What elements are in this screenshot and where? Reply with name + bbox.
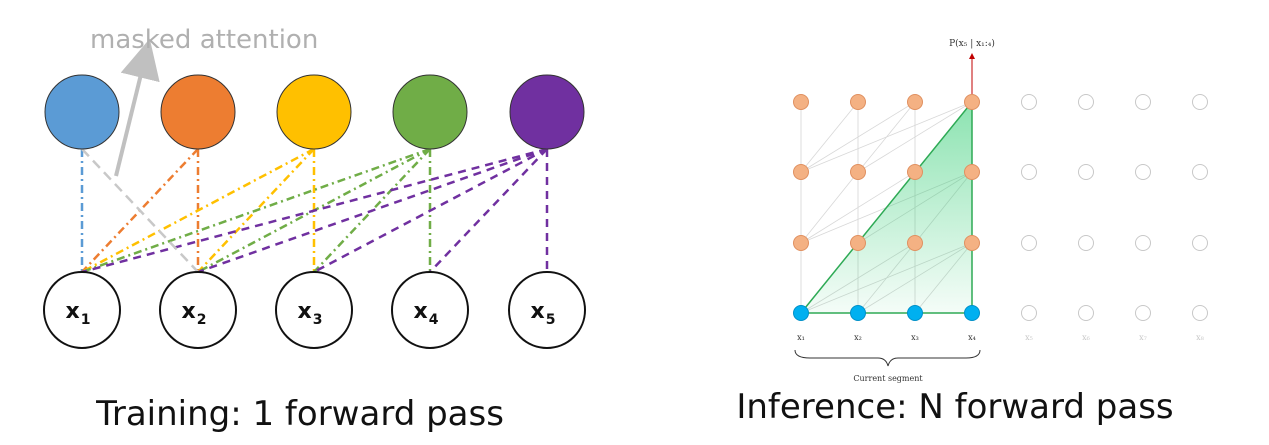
- context-line: [800, 101, 859, 173]
- context-line: [800, 101, 916, 173]
- context-line: [800, 101, 973, 173]
- future-token-node: [1078, 164, 1094, 180]
- masked-attention-arrow: [114, 38, 160, 177]
- hidden-state-node: [850, 235, 866, 251]
- inference-token-labels: x₁ x₂ x₃ x₄ x₅ x₆ x₇ x₈: [797, 333, 1204, 342]
- input-node: [159, 271, 237, 349]
- output-node: [160, 74, 236, 150]
- output-node: [276, 74, 352, 150]
- hidden-state-node: [793, 164, 809, 180]
- output-probability-label: P(x₅ | x₁:₄): [949, 38, 995, 49]
- attention-edge: [81, 147, 315, 274]
- token-label: x₈: [1196, 333, 1204, 342]
- context-line: [857, 101, 973, 173]
- hidden-state-node: [793, 235, 809, 251]
- causal-attention-triangle: [799, 99, 973, 314]
- future-token-node: [1192, 305, 1208, 321]
- future-token-node: [1078, 235, 1094, 251]
- context-line: [800, 171, 859, 244]
- input-token-node: [907, 305, 923, 321]
- inference-node-grid: [793, 94, 1208, 321]
- future-token-node: [1021, 94, 1037, 110]
- future-token-node: [1078, 305, 1094, 321]
- future-token-node: [1192, 235, 1208, 251]
- hidden-state-node: [907, 164, 923, 180]
- attention-edge: [429, 148, 548, 273]
- hidden-state-node: [907, 94, 923, 110]
- attention-edge: [81, 147, 431, 274]
- token-label: x₃: [911, 333, 919, 342]
- inference-caption: Inference: N forward pass: [736, 387, 1173, 427]
- input-node: [275, 271, 353, 349]
- output-node: [44, 74, 120, 150]
- future-token-node: [1078, 94, 1094, 110]
- input-token-node: [793, 305, 809, 321]
- current-segment-brace: [794, 349, 981, 367]
- input-token-node: [964, 305, 980, 321]
- future-token-node: [1135, 164, 1151, 180]
- input-token-node: [850, 305, 866, 321]
- hidden-state-node: [964, 164, 980, 180]
- hidden-state-node: [964, 235, 980, 251]
- future-token-node: [1135, 235, 1151, 251]
- current-segment-label: Current segment: [853, 374, 923, 383]
- hidden-state-node: [850, 164, 866, 180]
- hidden-state-node: [907, 235, 923, 251]
- input-node: [391, 271, 469, 349]
- future-token-node: [1021, 305, 1037, 321]
- training-caption: Training: 1 forward pass: [95, 394, 504, 434]
- future-token-node: [1135, 305, 1151, 321]
- token-label: x₄: [968, 333, 976, 342]
- token-label: x₅: [1025, 333, 1033, 342]
- input-node: [508, 271, 586, 349]
- future-token-node: [1021, 235, 1037, 251]
- future-token-node: [1135, 94, 1151, 110]
- output-node: [392, 74, 468, 150]
- future-token-node: [1021, 164, 1037, 180]
- hidden-state-node: [964, 94, 980, 110]
- attention-edge: [197, 147, 548, 274]
- token-label: x₇: [1139, 333, 1147, 342]
- masked-edge: [81, 148, 199, 273]
- training-attention-edges: [80, 147, 549, 274]
- inference-panel: x₁ x₂ x₃ x₄ x₅ x₆ x₇ x₈ P(x₅ | x₁:₄) Current se…: [736, 38, 1208, 427]
- training-output-nodes: [44, 74, 585, 150]
- output-node: [509, 74, 585, 150]
- hidden-state-node: [793, 94, 809, 110]
- attention-edge: [81, 147, 548, 274]
- future-token-node: [1192, 94, 1208, 110]
- future-token-node: [1192, 164, 1208, 180]
- attention-edge: [313, 147, 548, 274]
- token-label: x₆: [1082, 333, 1090, 342]
- token-label: x₂: [854, 333, 862, 342]
- masked-attention-label: masked attention: [90, 25, 318, 55]
- token-label: x₁: [797, 333, 805, 342]
- hidden-state-node: [850, 94, 866, 110]
- context-line: [800, 171, 916, 244]
- input-node: [43, 271, 121, 349]
